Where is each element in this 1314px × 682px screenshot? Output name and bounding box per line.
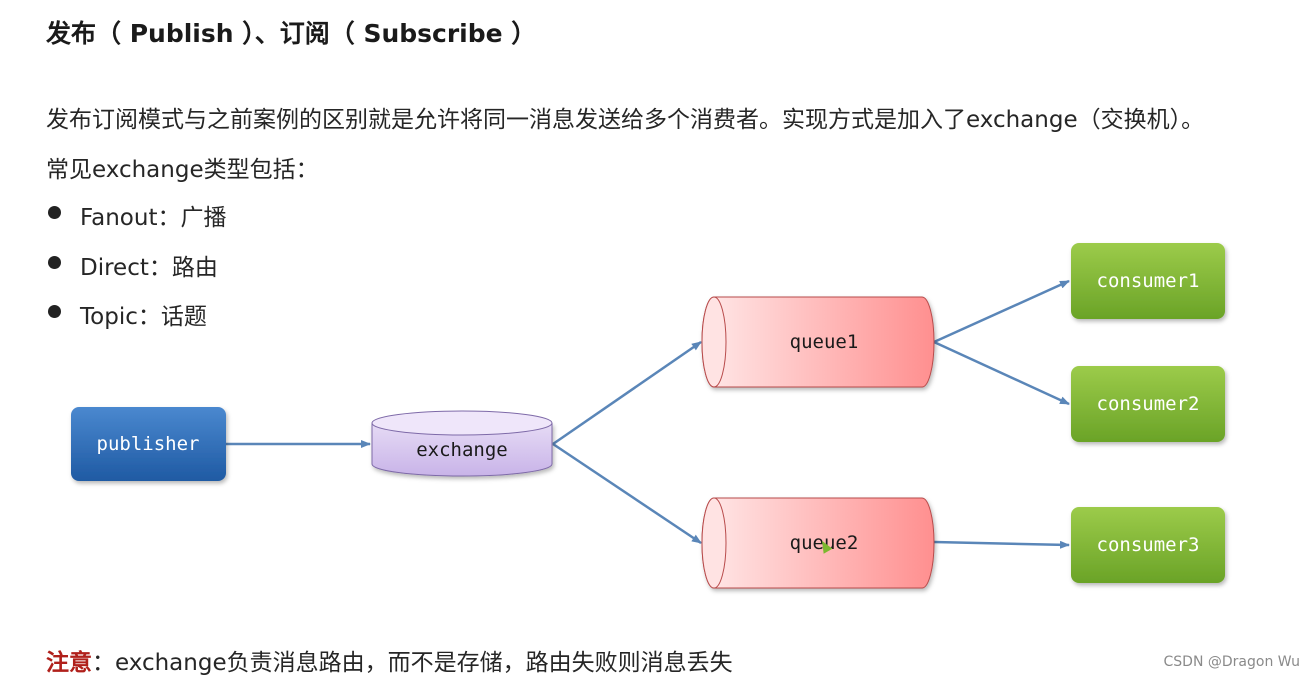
arrow-queue1-to-consumer1 — [933, 279, 1070, 344]
page-title: 发布（ Publish ）、订阅（ Subscribe ） — [46, 19, 537, 48]
bullet-dot-icon — [48, 206, 61, 219]
exchange-label: exchange — [416, 439, 508, 461]
queue2-node: queue2 — [701, 497, 935, 589]
note-line: 注意：exchange负责消息路由，而不是存储，路由失败则消息丢失 — [46, 643, 733, 677]
queue2-label: queue2 — [790, 532, 859, 554]
arrow-queue1-to-consumer2 — [933, 340, 1070, 406]
consumer2-label: consumer2 — [1097, 393, 1200, 415]
exchange-node: exchange — [371, 410, 553, 477]
consumer3-label: consumer3 — [1097, 534, 1200, 556]
consumer1-node: consumer1 — [1071, 243, 1225, 319]
publisher-node: publisher — [71, 407, 226, 481]
consumer1-label: consumer1 — [1097, 270, 1200, 292]
consumer2-node: consumer2 — [1071, 366, 1225, 442]
bullet-dot-icon — [48, 305, 61, 318]
queue1-label: queue1 — [790, 331, 859, 353]
publisher-label: publisher — [97, 433, 200, 455]
list-item-text: Topic：话题 — [80, 304, 207, 330]
note-label: 注意 — [46, 650, 92, 676]
note-text: ：exchange负责消息路由，而不是存储，路由失败则消息丢失 — [92, 650, 733, 676]
list-item-text: Fanout：广播 — [80, 205, 227, 231]
arrow-exchange-to-queue2 — [552, 442, 702, 545]
bullet-dot-icon — [48, 255, 61, 269]
intro-paragraph: 发布订阅模式与之前案例的区别就是允许将同一消息发送给多个消费者。实现方式是加入了… — [46, 107, 1205, 133]
queue1-node: queue1 — [701, 296, 935, 388]
arrow-queue2-to-consumer3 — [933, 540, 1070, 549]
exchange-types-heading: 常见exchange类型包括： — [46, 157, 319, 183]
consumer3-node: consumer3 — [1071, 507, 1225, 583]
list-item-text: Direct：路由 — [80, 254, 218, 281]
watermark: CSDN @Dragon Wu — [1163, 654, 1300, 670]
arrow-exchange-to-queue1 — [552, 340, 702, 446]
